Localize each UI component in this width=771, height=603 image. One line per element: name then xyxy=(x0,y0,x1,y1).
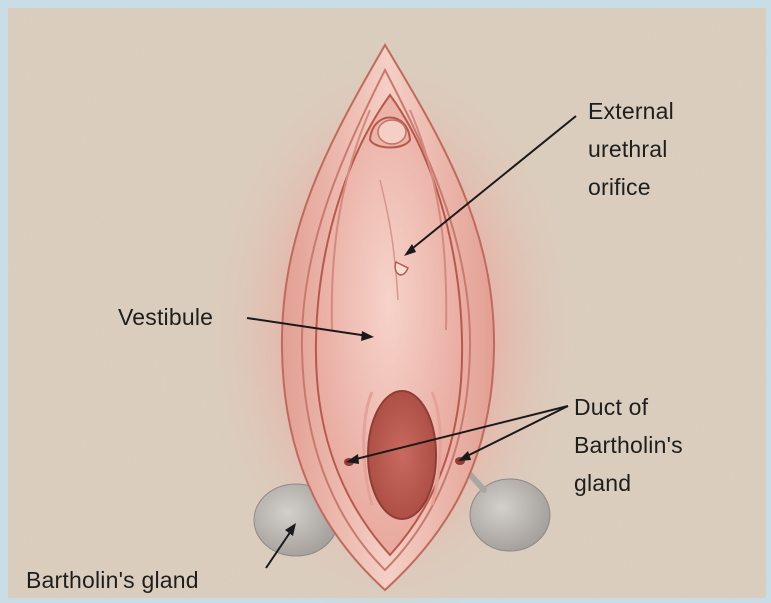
label-external-urethral-orifice: External urethral orifice xyxy=(588,100,674,199)
label-external-urethral-orifice-line2: urethral xyxy=(588,138,674,161)
label-duct-line3: gland xyxy=(574,472,683,495)
label-duct-line2: Bartholin's xyxy=(574,434,683,457)
label-bartholins-gland: Bartholin's gland xyxy=(26,569,199,592)
label-external-urethral-orifice-line3: orifice xyxy=(588,176,674,199)
label-duct-of-bartholins-gland: Duct of Bartholin's gland xyxy=(574,396,683,495)
label-external-urethral-orifice-line1: External xyxy=(588,100,674,123)
label-duct-line1: Duct of xyxy=(574,396,683,419)
label-vestibule: Vestibule xyxy=(118,306,213,329)
clitoris-shape xyxy=(378,120,406,144)
vaginal-opening-shape xyxy=(368,391,436,519)
